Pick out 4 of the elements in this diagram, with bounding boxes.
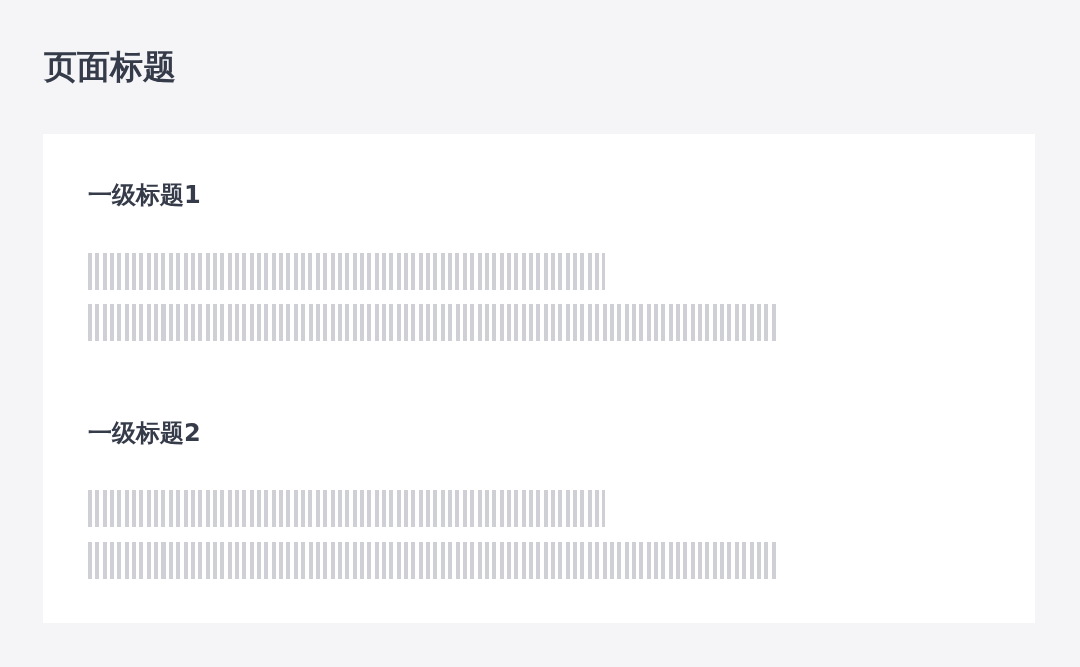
page-title: 页面标题 [44, 46, 176, 88]
section-heading: 一级标题1 [88, 180, 201, 211]
section-heading: 一级标题2 [88, 418, 201, 449]
content-card [43, 134, 1035, 623]
